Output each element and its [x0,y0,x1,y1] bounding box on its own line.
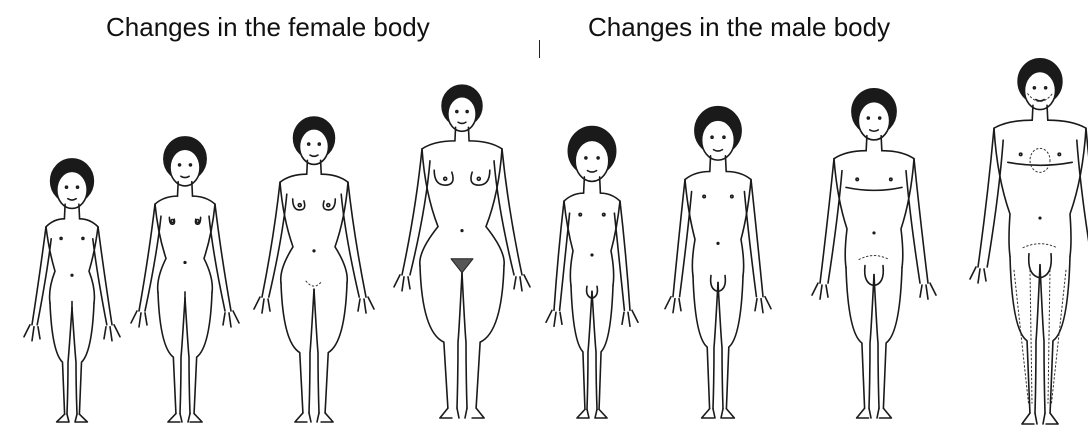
boy-early-puberty-figure [665,107,771,418]
boy-mid-puberty-figure [812,89,936,418]
girl-child-figure [24,159,120,422]
adult-woman-figure [394,85,530,418]
girl-mid-puberty-figure [254,117,374,422]
boy-child-figure [546,127,638,418]
adult-man-figure [970,59,1088,424]
girl-early-puberty-figure [131,137,239,422]
